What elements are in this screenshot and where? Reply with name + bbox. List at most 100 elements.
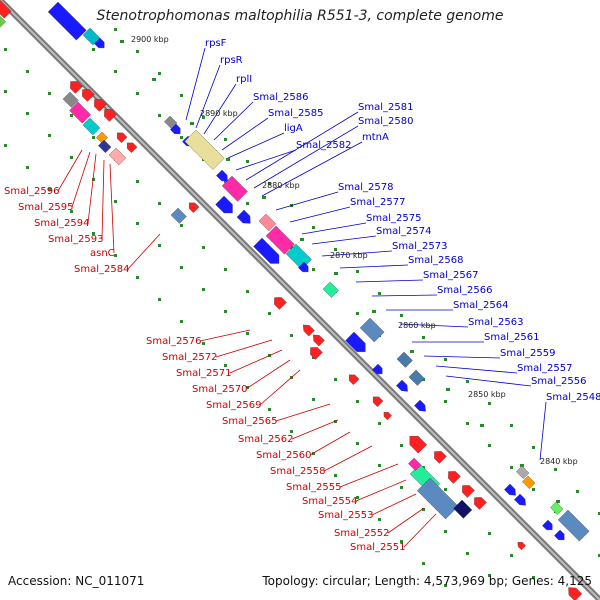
tick-dot — [488, 402, 491, 405]
leader-line — [185, 47, 206, 121]
gene-label: Smal_2577 — [350, 197, 405, 208]
gene-label: rpsR — [220, 55, 243, 66]
tick-dot — [334, 474, 337, 477]
tick-dot — [268, 312, 271, 315]
gene-reverse-shape — [170, 207, 187, 224]
tick-dot — [26, 70, 29, 73]
gene-reverse — [274, 297, 287, 310]
gene-forward — [417, 477, 459, 520]
tick-dot — [70, 156, 73, 159]
tick-dot — [92, 48, 95, 51]
gene-label: Smal_2564 — [453, 300, 508, 311]
gene-label: Smal_2580 — [358, 116, 413, 127]
tick-dot — [400, 540, 403, 543]
gene-label: Smal_2586 — [253, 92, 308, 103]
gene-label: Smal_2568 — [408, 255, 463, 266]
tick-dot — [334, 378, 337, 381]
map-title: Stenotrophomonas maltophilia R551-3, com… — [96, 8, 504, 24]
scale-label: 2900 kbp — [131, 35, 169, 44]
gene-label: Smal_2573 — [392, 241, 447, 252]
leader-line — [355, 279, 424, 283]
tick-dot — [180, 266, 183, 269]
gene-reverse — [170, 207, 187, 224]
tick-dot — [48, 134, 51, 137]
tick-dot — [158, 114, 161, 117]
gene-label: Smal_2563 — [468, 317, 523, 328]
gene-label: Smal_2585 — [268, 108, 323, 119]
tick-dot — [356, 442, 359, 445]
tick-dot — [356, 400, 359, 403]
tick-dot — [136, 92, 139, 95]
tick-dot — [400, 314, 403, 317]
tick-dot — [356, 312, 359, 315]
tick-dot — [158, 298, 161, 301]
gene-forward-shape — [396, 379, 408, 392]
gene-reverse-shape — [349, 374, 360, 385]
gene-label: Smal_2553 — [318, 510, 373, 521]
tick-dot — [312, 398, 315, 401]
gene-label: Smal_2571 — [176, 368, 231, 379]
gene-reverse — [62, 91, 79, 108]
tick-dot — [466, 552, 469, 555]
tick-mark — [226, 158, 230, 161]
leader-line — [311, 235, 377, 245]
gene-forward — [514, 493, 526, 506]
tick-dot — [180, 136, 183, 139]
tick-dot — [510, 554, 513, 557]
gene-forward-shape — [417, 477, 459, 520]
gene-reverse — [70, 81, 83, 94]
scale-label: 2860 kbp — [398, 321, 436, 330]
tick-dot — [92, 136, 95, 139]
leader-line — [321, 250, 393, 257]
gene-forward — [221, 175, 248, 202]
gene-forward — [184, 129, 225, 170]
gene-label: asnC — [90, 248, 115, 259]
tick-dot — [268, 182, 271, 185]
tick-mark — [152, 78, 156, 81]
leader-line — [253, 125, 359, 189]
gene-reverse — [313, 334, 325, 347]
tick-dot — [532, 446, 535, 449]
gene-forward-shape — [258, 213, 277, 232]
tick-dot — [158, 72, 161, 75]
gene-reverse — [98, 139, 112, 153]
gene-reverse — [189, 202, 200, 213]
leader-line — [227, 132, 285, 159]
leader-line — [215, 339, 273, 358]
gene-reverse-shape — [517, 541, 526, 551]
gene-label: rplI — [236, 74, 252, 85]
tick-dot — [246, 332, 249, 335]
gene-forward-shape — [516, 465, 530, 479]
gene-forward-shape — [184, 129, 225, 170]
gene-label: Smal_2554 — [302, 496, 357, 507]
tick-dot — [422, 508, 425, 511]
gene-reverse — [310, 347, 323, 360]
leader-line — [199, 329, 251, 342]
tick-dot — [202, 246, 205, 249]
leader-line — [229, 349, 283, 374]
leader-line — [261, 141, 363, 197]
gene-reverse-shape — [409, 436, 427, 454]
gene-reverse-shape — [274, 297, 287, 310]
gene-forward — [396, 379, 408, 392]
gene-label: Smal_2595 — [18, 202, 73, 213]
leader-line — [445, 375, 532, 387]
gene-forward-shape — [236, 209, 251, 224]
gene-label: Smal_2572 — [162, 352, 217, 363]
tick-dot — [488, 532, 491, 535]
gene-label: Smal_2565 — [222, 416, 277, 427]
tick-dot — [532, 488, 535, 491]
leader-line — [309, 431, 351, 456]
gene-label: Smal_2567 — [423, 270, 478, 281]
leader-line — [355, 479, 407, 502]
tick-dot — [466, 380, 469, 383]
gene-reverse-shape — [94, 99, 107, 112]
gene-reverse-shape — [62, 91, 79, 108]
gene-forward — [253, 237, 280, 264]
gene-reverse-shape — [98, 139, 112, 153]
gene-forward-shape — [47, 1, 87, 41]
gene-reverse — [127, 142, 138, 153]
gene-reverse-shape — [69, 101, 91, 124]
tick-dot — [136, 222, 139, 225]
